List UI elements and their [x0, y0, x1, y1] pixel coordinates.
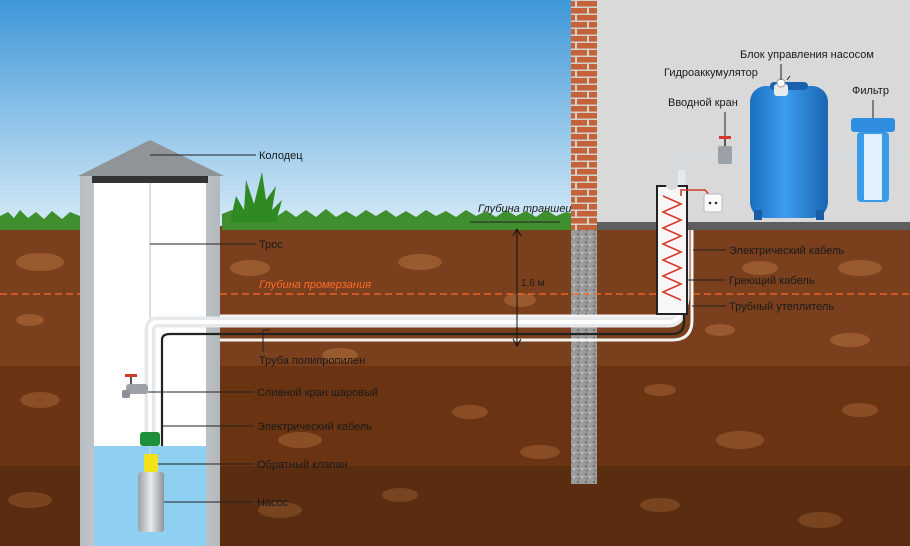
label-heating-cable: Греющий кабель — [729, 275, 815, 287]
inlet-valve-icon[interactable] — [718, 136, 732, 164]
label-filter: Фильтр — [852, 85, 889, 97]
soil-stones-bottom — [8, 488, 842, 528]
leader-lines — [148, 64, 874, 503]
well-roof — [78, 140, 224, 176]
well-roof-edge — [92, 176, 208, 183]
label-depth-value: 1,6 м — [521, 278, 545, 289]
house-floor — [597, 222, 910, 230]
label-control-unit: Блок управления насосом — [740, 49, 874, 61]
heating-coil — [661, 195, 683, 301]
check-valve — [144, 454, 158, 472]
label-pp-pipe: Труба полипропилен — [259, 355, 365, 367]
pump-cable — [160, 230, 686, 446]
label-trench-depth: Глубина траншеи — [478, 203, 572, 215]
accumulator-tank — [750, 82, 828, 220]
label-inlet-valve: Вводной кран — [668, 97, 738, 109]
bush — [230, 172, 282, 222]
house-pipe-riser — [666, 150, 678, 190]
label-rope: Трос — [259, 239, 283, 251]
pump-body — [138, 472, 164, 532]
filter-icon — [851, 118, 895, 202]
depth-arrow-bottom — [512, 338, 522, 348]
label-cable-house: Электрический кабель — [729, 245, 844, 257]
grass — [0, 208, 575, 230]
label-freeze-depth: Глубина промерзания — [259, 279, 371, 291]
foundation — [571, 230, 597, 484]
drain-valve-icon[interactable] — [122, 374, 148, 398]
soil-stones — [16, 253, 882, 362]
soil-stones-lower — [20, 384, 878, 459]
label-pipe-insulation: Трубный утеплитель — [729, 301, 834, 313]
brick-wall — [571, 0, 597, 230]
socket-icon — [703, 193, 723, 213]
pipe-insulation-lower — [220, 230, 694, 342]
depth-arrow-top — [512, 227, 522, 237]
heating-sleeve — [656, 185, 688, 315]
label-accumulator: Гидроаккумулятор — [664, 67, 758, 79]
label-pump: Насос — [257, 497, 289, 509]
pp-pipe-edge — [148, 309, 682, 446]
label-drain-valve: Сливной кран шаровый — [257, 387, 378, 399]
label-check-valve: Обратный клапан — [257, 459, 348, 471]
label-well: Колодец — [259, 150, 303, 162]
label-cable-well: Электрический кабель — [257, 421, 372, 433]
check-valve-upper — [140, 432, 160, 446]
